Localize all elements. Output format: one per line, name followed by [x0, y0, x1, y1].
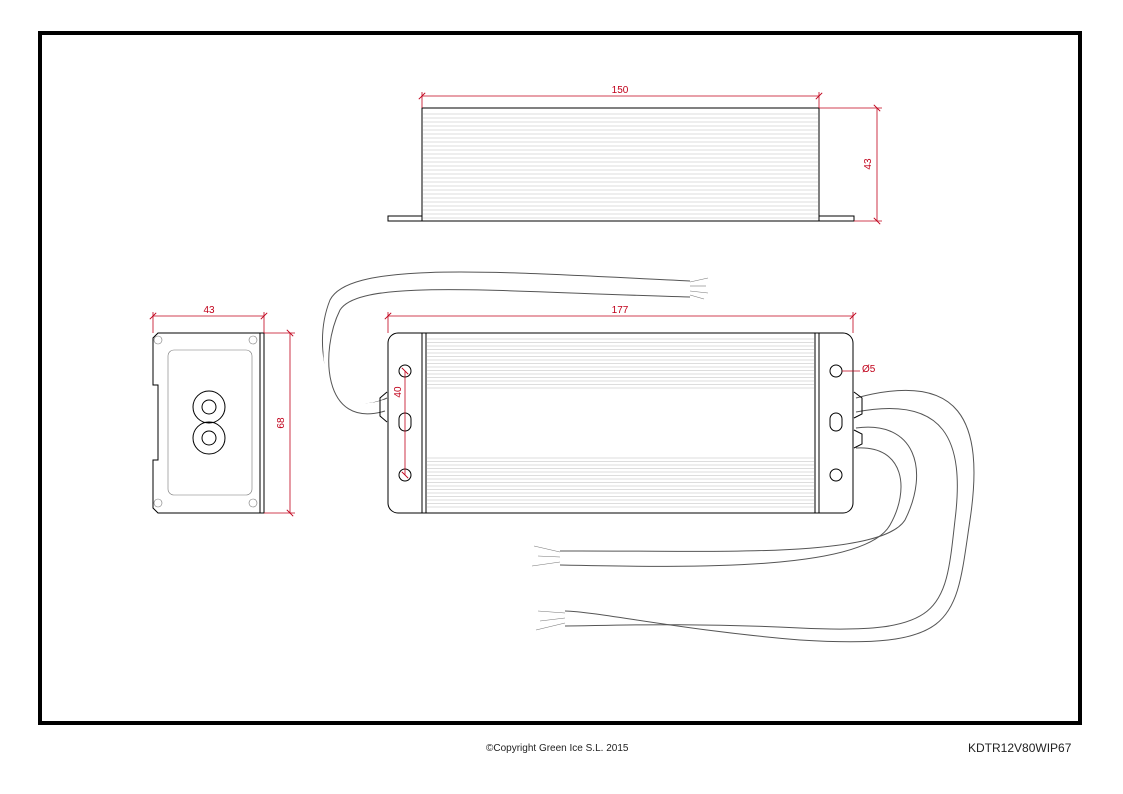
- front-view-outline: [387, 332, 854, 514]
- hole-diameter-label: Ø5: [862, 364, 876, 375]
- side-height-dimension: 68: [264, 329, 295, 517]
- front-length-dimension: 177: [384, 305, 857, 333]
- mount-slot-right: [829, 412, 843, 432]
- side-view: [152, 332, 265, 514]
- side-width-dimension: 43: [149, 305, 268, 333]
- top-view-body: [421, 107, 820, 222]
- mount-hole-right-top: [829, 364, 843, 378]
- side-view-outline: [152, 332, 265, 514]
- copyright-text: ©Copyright Green Ice S.L. 2015: [486, 743, 629, 754]
- side-height-label: 68: [276, 417, 287, 429]
- cable-gland-top-outer: [192, 390, 226, 424]
- cable-gland-bottom-inner: [201, 430, 217, 446]
- cable-gland-top-inner: [201, 399, 217, 415]
- top-width-label: 150: [612, 85, 629, 96]
- top-height-label: 43: [863, 158, 874, 170]
- top-width-dimension: 150: [418, 85, 823, 108]
- mount-spacing-label: 40: [393, 386, 404, 398]
- front-view-ribs: [427, 338, 814, 508]
- drawing-frame: [38, 31, 1082, 725]
- model-number: KDTR12V80WIP67: [968, 741, 1072, 755]
- front-length-label: 177: [612, 305, 629, 316]
- front-view: [387, 332, 854, 514]
- side-width-label: 43: [203, 305, 215, 316]
- cables: [322, 271, 975, 643]
- side-view-panel: [167, 349, 253, 496]
- top-view-flange-left: [387, 215, 423, 222]
- top-height-dimension: 43: [819, 104, 882, 225]
- mount-spacing-dimension: 40: [393, 367, 409, 479]
- cable-gland-bottom-outer: [192, 421, 226, 455]
- hole-diameter-leader: Ø5: [842, 364, 876, 375]
- top-view-ribs: [423, 113, 818, 219]
- top-view-flange-right: [818, 215, 855, 222]
- mount-hole-right-bottom: [829, 468, 843, 482]
- top-view: [387, 107, 855, 222]
